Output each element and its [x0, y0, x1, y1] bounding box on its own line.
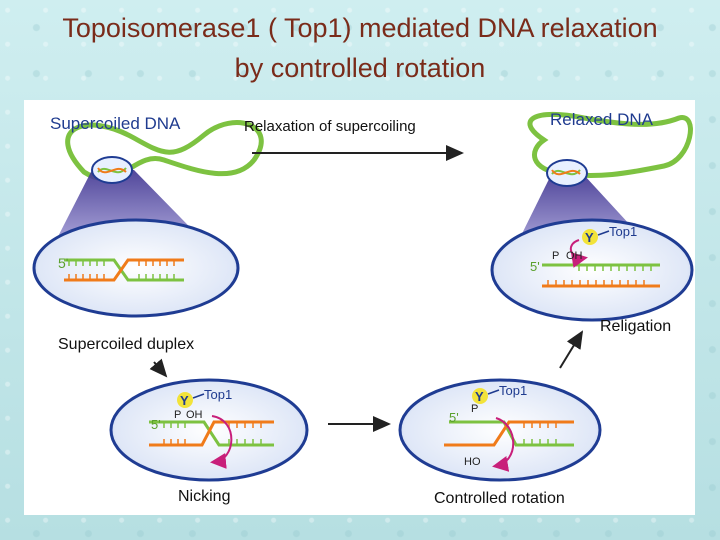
top1-label-rotation: Top1 — [499, 383, 527, 398]
religation-curl-arrow — [569, 239, 588, 268]
five-prime-label-rotation: 5' — [449, 410, 459, 425]
tyrosine-label-rotation: Y — [475, 389, 484, 404]
supercoiled-dna-label: Supercoiled DNA — [50, 114, 181, 133]
controlled-rotation-label: Controlled rotation — [434, 490, 565, 507]
tyrosine-label-nicking: Y — [180, 393, 189, 408]
top1-label-nicking: Top1 — [204, 387, 232, 402]
title-line-2: by controlled rotation — [234, 53, 486, 83]
relaxed-dna-label: Relaxed DNA — [550, 110, 653, 129]
diagram-panel: 5' Y Top1 P OH 5' — [24, 100, 695, 515]
slide-title: Topoisomerase1 ( Top1) mediated DNA rela… — [0, 8, 720, 88]
five-prime-label-right: 5' — [530, 259, 540, 274]
five-prime-label-left: 5' — [58, 255, 68, 271]
tyrosine-label-right: Y — [585, 230, 594, 245]
top1-label-right: Top1 — [609, 224, 637, 239]
diagram-svg: 5' Y Top1 P OH 5' — [32, 111, 694, 482]
supercoiled-loop — [65, 120, 264, 182]
hydroxyl-label-right: OH — [566, 250, 583, 262]
supercoiled-duplex-label: Supercoiled duplex — [58, 336, 195, 353]
nicking-figure: Y Top1 P OH 5' — [109, 378, 309, 482]
religation-label: Religation — [600, 318, 672, 335]
hydroxyl-label-nicking: OH — [186, 409, 203, 421]
dna-zoom-ellipse-left — [32, 218, 240, 318]
phosphate-label-right: P — [552, 250, 559, 262]
duplex-arrow — [149, 358, 168, 378]
supercoiled-dna-figure: 5' — [32, 120, 264, 318]
controlled-rotation-arrow — [492, 417, 515, 472]
controlled-rotation-figure: Y Top1 P 5' HO — [398, 378, 602, 482]
phosphate-label-rotation: P — [471, 403, 478, 415]
duplex-strand-bottom — [64, 258, 184, 282]
religation-arrow — [559, 330, 584, 369]
relaxation-label: Relaxation of supercoiling — [244, 118, 416, 135]
nicking-rotation-arrow — [210, 415, 233, 469]
nicking-label: Nicking — [178, 488, 231, 505]
dna-zoom-ellipse-rotation — [398, 378, 602, 482]
dna-zoom-ellipse-right — [490, 218, 694, 322]
phosphate-label-nicking: P — [174, 409, 181, 421]
tyrosine-dot-right — [582, 229, 598, 245]
title-line-1: Topoisomerase1 ( Top1) mediated DNA rela… — [62, 13, 658, 43]
relaxed-dna-figure: Y Top1 P OH 5' — [490, 111, 694, 322]
five-prime-label-nicking: 5' — [151, 417, 161, 432]
ho-label-rotation: HO — [464, 456, 481, 468]
